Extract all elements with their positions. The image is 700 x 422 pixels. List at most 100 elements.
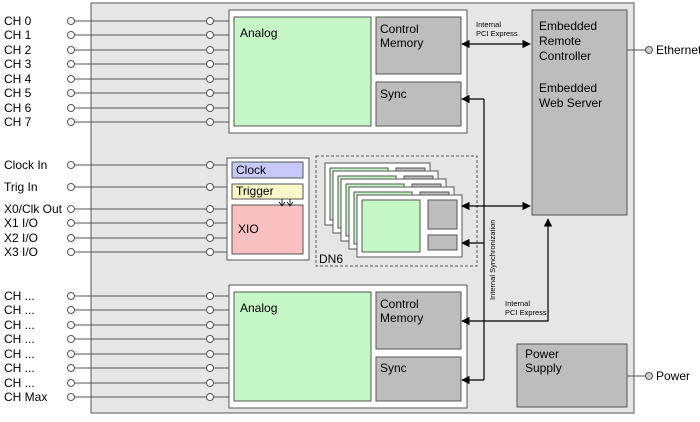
power-port-icon	[645, 372, 653, 380]
internal-buses	[461, 39, 553, 385]
ethernet-label: Ethernet	[656, 43, 700, 57]
terminal-icon	[206, 393, 214, 401]
terminal-icon	[67, 46, 75, 54]
channel-label: CH ...	[4, 303, 35, 317]
clock-label: Clock	[236, 163, 267, 177]
terminal-icon	[206, 89, 214, 97]
terminal-icon	[67, 104, 75, 112]
dn6-group: DN6	[315, 155, 478, 267]
clock-block	[231, 161, 304, 179]
terminal-icon	[206, 379, 214, 387]
top-sync-block	[375, 81, 462, 127]
channel-label: CH ...	[4, 318, 35, 332]
bottom-analog-block	[233, 291, 372, 402]
timing-module: Clock Trigger XIO	[226, 157, 310, 261]
terminal-icon	[67, 364, 75, 372]
terminal-icon	[67, 17, 75, 25]
controller-label: Remote	[539, 34, 581, 48]
channel-label: CH Max	[4, 390, 47, 404]
trigger-arrow-icon	[286, 199, 294, 207]
pci-top-label: PCI Express	[476, 29, 518, 38]
ethernet-port-icon	[645, 46, 653, 54]
dn6-sync-block	[427, 234, 458, 251]
channel-label: CH ...	[4, 376, 35, 390]
terminal-icon	[206, 118, 214, 126]
trigger-block	[231, 183, 304, 200]
power-supply: Power Supply	[516, 343, 628, 408]
power-supply-label: Supply	[525, 361, 562, 375]
terminal-icon	[206, 161, 214, 169]
left-labels-timing: Clock In Trig In X0/Clk Out X1 I/O X2 I/…	[4, 158, 63, 259]
terminal-icon	[67, 118, 75, 126]
terminal-icon	[67, 393, 75, 401]
terminal-icon	[67, 379, 75, 387]
dn6-control-block	[427, 199, 458, 230]
channel-label: CH 6	[4, 101, 32, 115]
terminal-icon	[67, 89, 75, 97]
x3-io-label: X3 I/O	[4, 245, 38, 259]
dn6-dashed-frame	[315, 155, 478, 267]
top-control-memory-block	[375, 16, 462, 75]
channel-label: CH ...	[4, 289, 35, 303]
terminal-icon	[67, 183, 75, 191]
channel-label: CH 5	[4, 86, 32, 100]
trig-in-label: Trig In	[4, 180, 38, 194]
pci-express-bottom-arrow	[461, 218, 553, 326]
left-signal-lines	[67, 17, 229, 401]
terminal-icon	[67, 75, 75, 83]
x1-io-label: X1 I/O	[4, 216, 38, 230]
terminal-icon	[206, 248, 214, 256]
embedded-controller: Embedded Remote Controller Embedded Web …	[531, 9, 628, 216]
power-supply-label: Power	[525, 347, 559, 361]
bottom-control-memory-block	[375, 291, 462, 350]
xio-label: XIO	[238, 222, 259, 236]
channel-label: CH 7	[4, 115, 32, 129]
top-analog-label: Analog	[240, 26, 277, 40]
top-analog-module: Analog Control Memory Sync	[228, 9, 468, 134]
terminal-icon	[206, 292, 214, 300]
terminal-icon	[206, 75, 214, 83]
terminal-icon	[67, 335, 75, 343]
channel-label: CH ...	[4, 361, 35, 375]
channel-label: CH 2	[4, 43, 32, 57]
terminal-icon	[67, 205, 75, 213]
terminal-icon	[67, 60, 75, 68]
channel-label: CH 1	[4, 28, 32, 42]
channel-label: CH ...	[4, 347, 35, 361]
controller-label: Embedded	[539, 81, 597, 95]
terminal-icon	[206, 205, 214, 213]
top-sync-label: Sync	[380, 87, 407, 101]
terminal-icon	[206, 350, 214, 358]
bottom-sync-block	[375, 356, 462, 402]
dn6-card-stack	[324, 162, 463, 258]
pci-bottom-label: PCI Express	[505, 308, 547, 317]
controller-label: Controller	[539, 49, 591, 63]
terminal-icon	[206, 17, 214, 25]
bottom-control-memory-label: Control	[380, 297, 419, 311]
bottom-analog-module: Analog Control Memory Sync	[228, 284, 468, 409]
terminal-icon	[67, 248, 75, 256]
right-ports: Ethernet Power	[627, 43, 700, 383]
controller-block	[531, 9, 628, 216]
top-control-memory-label: Control	[380, 22, 419, 36]
terminal-icon	[67, 292, 75, 300]
bottom-analog-label: Analog	[240, 301, 277, 315]
terminal-icon	[206, 335, 214, 343]
pci-top-label: Internal	[476, 20, 501, 29]
dn6-analog-block	[361, 199, 421, 253]
terminal-icon	[67, 161, 75, 169]
dn6-label: DN6	[319, 252, 343, 266]
trigger-label: Trigger	[236, 184, 274, 198]
terminal-icon	[206, 306, 214, 314]
channel-label: CH 3	[4, 57, 32, 71]
left-labels-bottom: CH ... CH ... CH ... CH ... CH ... CH ..…	[4, 289, 47, 404]
channel-label: CH 4	[4, 72, 32, 86]
xio-block	[231, 204, 304, 255]
terminal-icon	[206, 183, 214, 191]
clock-in-label: Clock In	[4, 158, 47, 172]
controller-label: Embedded	[539, 19, 597, 33]
terminal-icon	[206, 46, 214, 54]
terminal-icon	[206, 321, 214, 329]
internal-sync-label: Internal Synchronization	[488, 220, 497, 300]
